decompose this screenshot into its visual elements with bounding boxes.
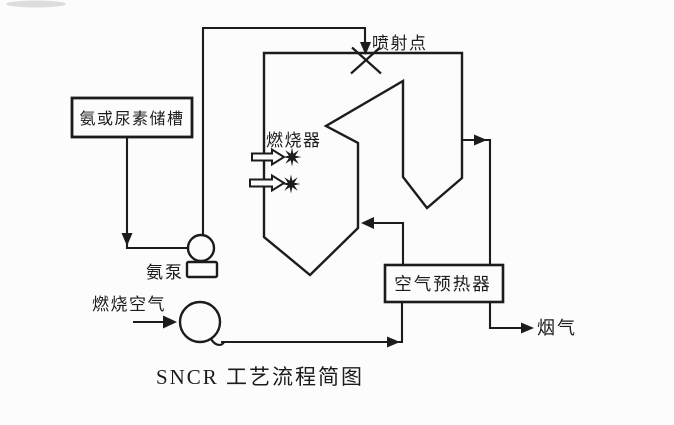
storage-tank: 氨或尿素储槽 <box>70 96 194 139</box>
flue-gas-outlet: 烟气 <box>488 302 577 338</box>
injection-point-label: 喷射点 <box>372 34 428 53</box>
fan-to-preheater-line <box>221 302 404 348</box>
ammonia-pump-label: 氨泵 <box>146 263 184 282</box>
tank-to-pump-path <box>125 137 188 250</box>
fan-icon <box>178 300 222 344</box>
pump-to-injection-line <box>201 26 371 235</box>
burner-inlet-arrow-icon <box>249 173 286 193</box>
preheater-to-furnace-line <box>361 217 405 265</box>
storage-tank-label: 氨或尿素储槽 <box>79 110 184 128</box>
ammonia-pump: 氨泵 <box>146 233 219 282</box>
down-arrowhead-icon <box>360 42 371 55</box>
down-arrowhead-icon <box>121 233 133 246</box>
injection-nozzle-icon <box>350 46 381 75</box>
storage-tank-box <box>70 96 194 139</box>
tank-to-pump-line <box>121 137 188 250</box>
air-preheater-label: 空气预热器 <box>394 274 492 294</box>
combustion-air-inlet: 燃烧空气 <box>92 295 177 329</box>
burner-inlet-arrow-icon <box>251 147 286 167</box>
flue-out-path <box>488 302 521 330</box>
injection-point: 喷射点 <box>350 34 428 75</box>
pump-to-injection-path <box>201 26 367 235</box>
flue-down-path <box>462 138 492 265</box>
combustion-air-label: 燃烧空气 <box>92 295 166 314</box>
pump-icon <box>186 233 216 263</box>
scan-artifact <box>6 0 66 8</box>
right-arrowhead-icon <box>163 315 177 329</box>
flue-gas-label: 烟气 <box>537 318 577 338</box>
boiler-outline <box>262 51 464 277</box>
hot-air-path <box>363 221 405 265</box>
backpass-to-preheater-line <box>462 134 492 265</box>
burners: 燃烧器 <box>249 131 322 194</box>
fan <box>178 300 226 347</box>
pump-base-icon <box>185 260 219 279</box>
right-arrowhead-icon <box>387 336 400 348</box>
diagram-caption: SNCR 工艺流程简图 <box>156 365 364 389</box>
right-arrowhead-icon <box>521 322 534 334</box>
fan-to-preheater-path <box>221 302 404 344</box>
air-preheater-box <box>383 263 505 304</box>
air-preheater: 空气预热器 <box>383 263 505 304</box>
flame-icon <box>282 147 302 167</box>
flame-icon <box>281 174 301 194</box>
left-arrowhead-icon <box>361 217 374 229</box>
boiler-wall-path <box>262 51 464 277</box>
right-arrowhead-icon <box>474 134 487 146</box>
burner-label: 燃烧器 <box>266 131 322 150</box>
